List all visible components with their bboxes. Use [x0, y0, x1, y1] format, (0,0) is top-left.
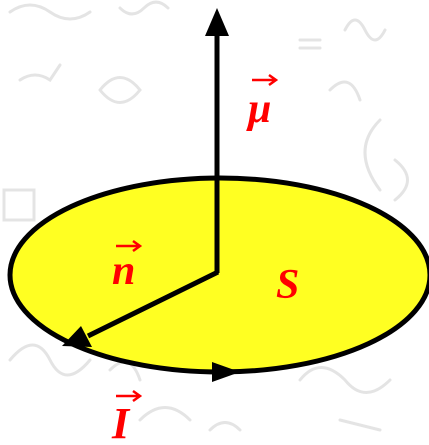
- mu-vector-arrowhead: [205, 8, 229, 36]
- current-label-arrow-icon: [116, 389, 143, 403]
- n-vector-shaft: [86, 269, 220, 339]
- n-label: n: [112, 239, 143, 294]
- mu-label-text: μ: [246, 86, 271, 132]
- mu-label: μ: [246, 73, 279, 132]
- area-label: S: [276, 262, 299, 308]
- current-label: I: [111, 389, 143, 445]
- n-label-text: n: [112, 248, 135, 294]
- current-label-text: I: [111, 399, 131, 445]
- current-direction-arrowhead: [212, 362, 240, 382]
- mu-label-arrow-icon: [252, 73, 279, 87]
- n-label-arrow-icon: [116, 239, 143, 253]
- n-vector-arrowhead: [62, 326, 92, 347]
